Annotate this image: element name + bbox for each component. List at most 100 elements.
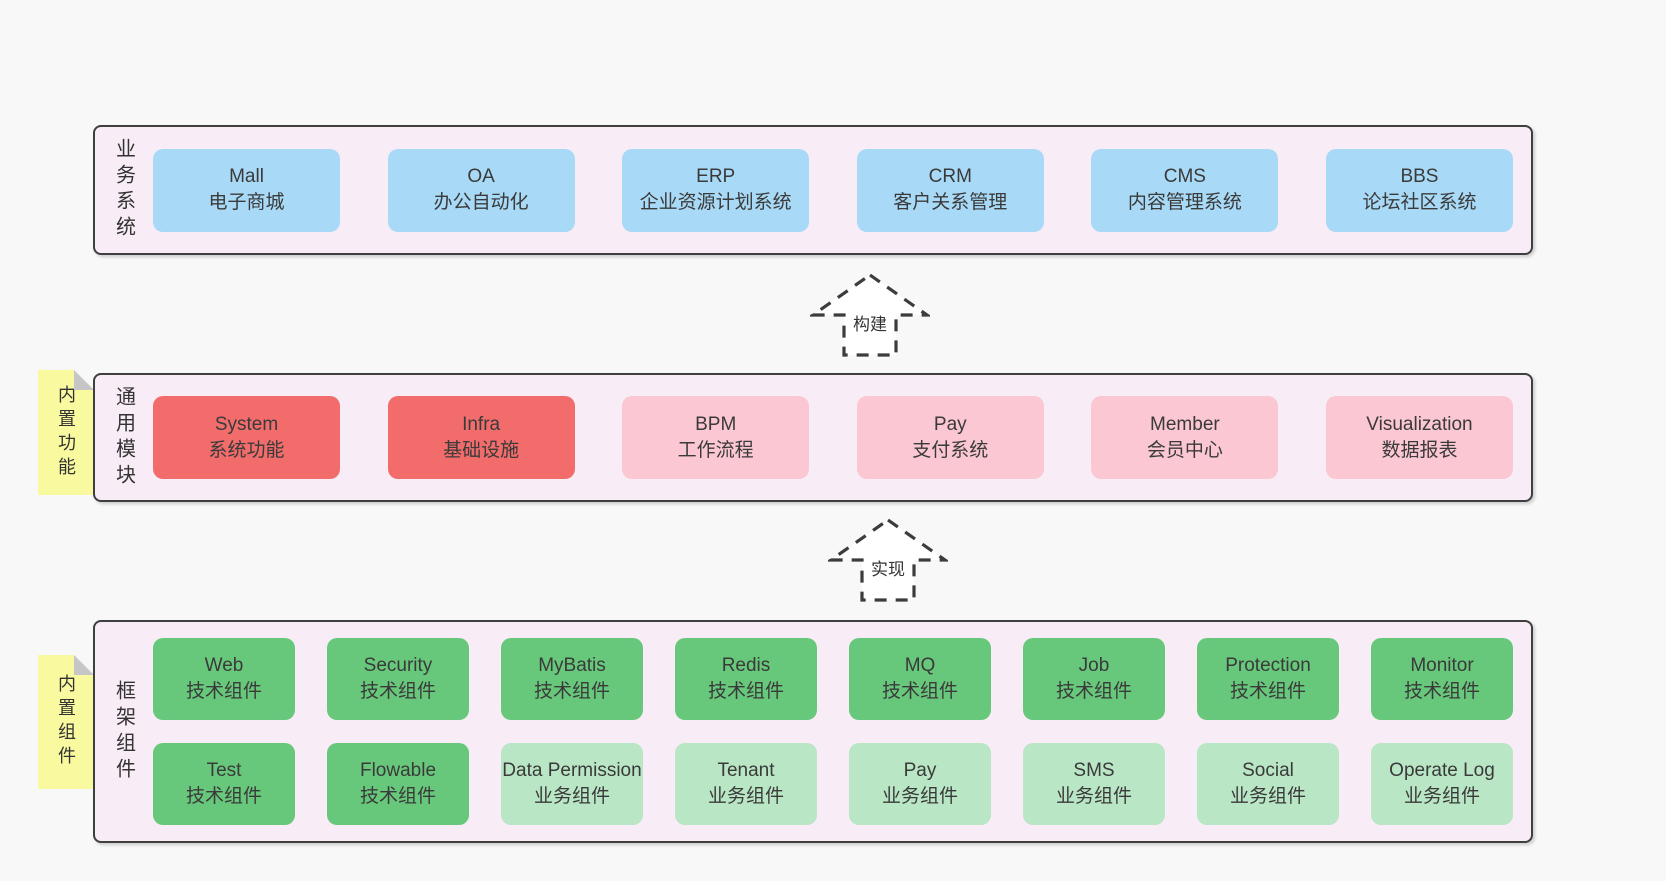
box-subtitle: 工作流程 [677,439,754,461]
box-title: Data Permission [502,760,642,781]
box-mybatis: MyBatis 技术组件 [501,638,643,720]
box-subtitle: 数据报表 [1381,439,1458,461]
box-crm: CRM 客户关系管理 [856,148,1044,232]
box-title: Redis [721,655,771,676]
box-title: BPM [695,413,737,435]
box-infra: Infra 基础设施 [387,396,575,479]
box-title: OA [467,166,495,187]
framework-components-row-2: Test 技术组件 Flowable 技术组件 Data Permission … [153,743,1513,825]
box-monitor: Monitor 技术组件 [1371,638,1513,720]
box-title: Infra [462,413,501,435]
box-job: Job 技术组件 [1023,638,1165,720]
box-bpm: BPM 工作流程 [622,396,810,479]
box-subtitle: 技术组件 [359,681,436,702]
box-title: Mall [229,166,264,187]
box-subtitle: 技术组件 [707,681,784,702]
box-title: Social [1242,760,1294,781]
box-operate-log: Operate Log 业务组件 [1371,743,1513,825]
section-label-framework-components: 框架组件 [112,679,135,784]
arrow-implement-label: 实现 [868,555,908,580]
box-tenant: Tenant 业务组件 [675,743,817,825]
note-text: 内置功能 [56,384,76,481]
box-subtitle: 业务组件 [1055,786,1132,807]
box-subtitle: 技术组件 [1055,681,1132,702]
box-title: Operate Log [1389,760,1495,781]
folded-corner-icon [74,370,94,390]
box-title: System [214,413,279,435]
box-title: Monitor [1410,655,1474,676]
box-subtitle: 论坛社区系统 [1362,192,1477,213]
box-title: Test [206,760,242,781]
box-subtitle: 支付系统 [912,439,989,461]
box-subtitle: 客户关系管理 [893,192,1008,213]
box-visualization: Visualization 数据报表 [1325,396,1513,479]
box-subtitle: 系统功能 [208,439,285,461]
sticky-note-builtin-components: 内置组件 [38,655,94,789]
box-subtitle: 技术组件 [359,786,436,807]
box-redis: Redis 技术组件 [675,638,817,720]
box-subtitle: 业务组件 [707,786,784,807]
box-title: ERP [696,166,736,187]
box-title: Visualization [1366,413,1473,435]
box-title: BBS [1400,166,1439,187]
section-label-business-systems: 业务系统 [112,138,135,242]
box-title: Job [1078,655,1110,676]
business-systems-row: Mall 电子商城 OA 办公自动化 ERP 企业资源计划系统 CRM 客户关系… [153,148,1513,232]
box-pay-business: Pay 业务组件 [849,743,991,825]
box-title: SMS [1073,760,1115,781]
box-erp: ERP 企业资源计划系统 [622,148,810,232]
box-member: Member 会员中心 [1091,396,1279,479]
section-label-common-modules: 通用模块 [112,385,135,490]
box-subtitle: 办公自动化 [433,192,529,213]
box-subtitle: 业务组件 [881,786,958,807]
box-title: Pay [933,413,967,435]
framework-components-row-1: Web 技术组件 Security 技术组件 MyBatis 技术组件 Redi… [153,638,1513,720]
box-title: Flowable [359,760,437,781]
box-subtitle: 技术组件 [533,681,610,702]
box-flowable: Flowable 技术组件 [327,743,469,825]
box-subtitle: 业务组件 [1229,786,1306,807]
sticky-note-builtin-features: 内置功能 [38,370,94,495]
box-mq: MQ 技术组件 [849,638,991,720]
box-subtitle: 电子商城 [208,192,285,213]
arrow-build: 构建 [810,272,930,358]
box-title: CMS [1163,166,1206,187]
box-cms: CMS 内容管理系统 [1091,148,1279,232]
box-test: Test 技术组件 [153,743,295,825]
box-title: Tenant [717,760,775,781]
box-system: System 系统功能 [153,396,340,479]
box-subtitle: 技术组件 [185,681,262,702]
box-pay: Pay 支付系统 [856,396,1044,479]
section-business-systems: 业务系统 Mall 电子商城 OA 办公自动化 ERP 企业资源计划系统 CRM… [93,125,1533,255]
box-title: MyBatis [538,655,606,676]
box-title: MQ [904,655,936,676]
box-title: CRM [928,166,972,187]
common-modules-row: System 系统功能 Infra 基础设施 BPM 工作流程 Pay 支付系统… [153,396,1513,479]
box-mall: Mall 电子商城 [153,148,340,232]
box-title: Security [363,655,433,676]
box-title: Web [204,655,244,676]
box-social: Social 业务组件 [1197,743,1339,825]
box-title: Pay [903,760,937,781]
box-subtitle: 内容管理系统 [1127,192,1242,213]
folded-corner-icon [74,655,94,675]
box-subtitle: 基础设施 [443,439,520,461]
box-subtitle: 会员中心 [1146,439,1223,461]
arrow-build-label: 构建 [850,310,890,335]
box-oa: OA 办公自动化 [387,148,575,232]
box-subtitle: 业务组件 [533,786,610,807]
box-subtitle: 技术组件 [1403,681,1480,702]
box-protection: Protection 技术组件 [1197,638,1339,720]
section-framework-components: 框架组件 Web 技术组件 Security 技术组件 MyBatis 技术组件… [93,620,1533,843]
box-subtitle: 企业资源计划系统 [639,192,792,213]
box-subtitle: 技术组件 [881,681,958,702]
box-subtitle: 业务组件 [1403,786,1480,807]
box-subtitle: 技术组件 [1229,681,1306,702]
box-sms: SMS 业务组件 [1023,743,1165,825]
arrow-implement: 实现 [828,517,948,603]
box-bbs: BBS 论坛社区系统 [1325,148,1513,232]
note-text: 内置组件 [56,674,76,770]
box-title: Protection [1225,655,1311,676]
section-common-modules: 通用模块 System 系统功能 Infra 基础设施 BPM 工作流程 Pay… [93,373,1533,502]
box-subtitle: 技术组件 [185,786,262,807]
